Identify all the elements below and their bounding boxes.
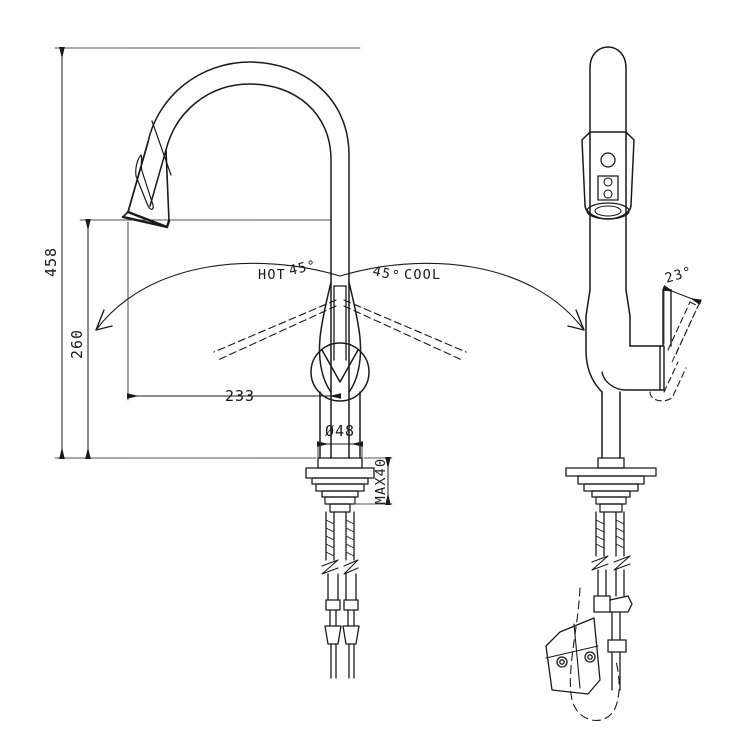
hose-loop-dashed [569, 587, 620, 721]
mounting-hardware-front [305, 457, 375, 575]
swivel-angle-annotation [95, 262, 585, 331]
supply-hose-side [593, 569, 633, 691]
swivel-dashed-arms [213, 299, 467, 361]
hose-counterweight [545, 617, 601, 695]
dim-label-spout-height: 260 [68, 329, 86, 359]
mounting-hardware-side [565, 457, 657, 571]
handle-angle-annotation [662, 285, 702, 363]
rotation-indicator [310, 342, 370, 402]
front-view-faucet-body [127, 61, 350, 459]
dim-label-handle-angle: 23° [663, 264, 694, 287]
dim-label-overall-height: 458 [42, 247, 60, 277]
dim-label-max-deck-thickness: MAX40 [373, 458, 389, 505]
side-view-faucet-body [581, 46, 635, 459]
side-view-handle [601, 289, 672, 391]
dim-label-base-diameter: Ø48 [325, 422, 355, 440]
dim-label-spout-reach: 233 [225, 387, 255, 405]
supply-hose-front [324, 573, 360, 679]
front-view-valve-body [318, 281, 362, 459]
label-cool-angle: 45° [371, 263, 402, 284]
side-view-handle-raised-dashed [649, 301, 699, 402]
label-cool: COOL [404, 267, 441, 283]
front-view-handle-stem [333, 285, 347, 361]
label-hot-angle: 45° [288, 257, 319, 278]
dimension-lines-front [54, 47, 393, 505]
spray-head [121, 120, 172, 229]
label-hot: HOT [258, 267, 286, 283]
